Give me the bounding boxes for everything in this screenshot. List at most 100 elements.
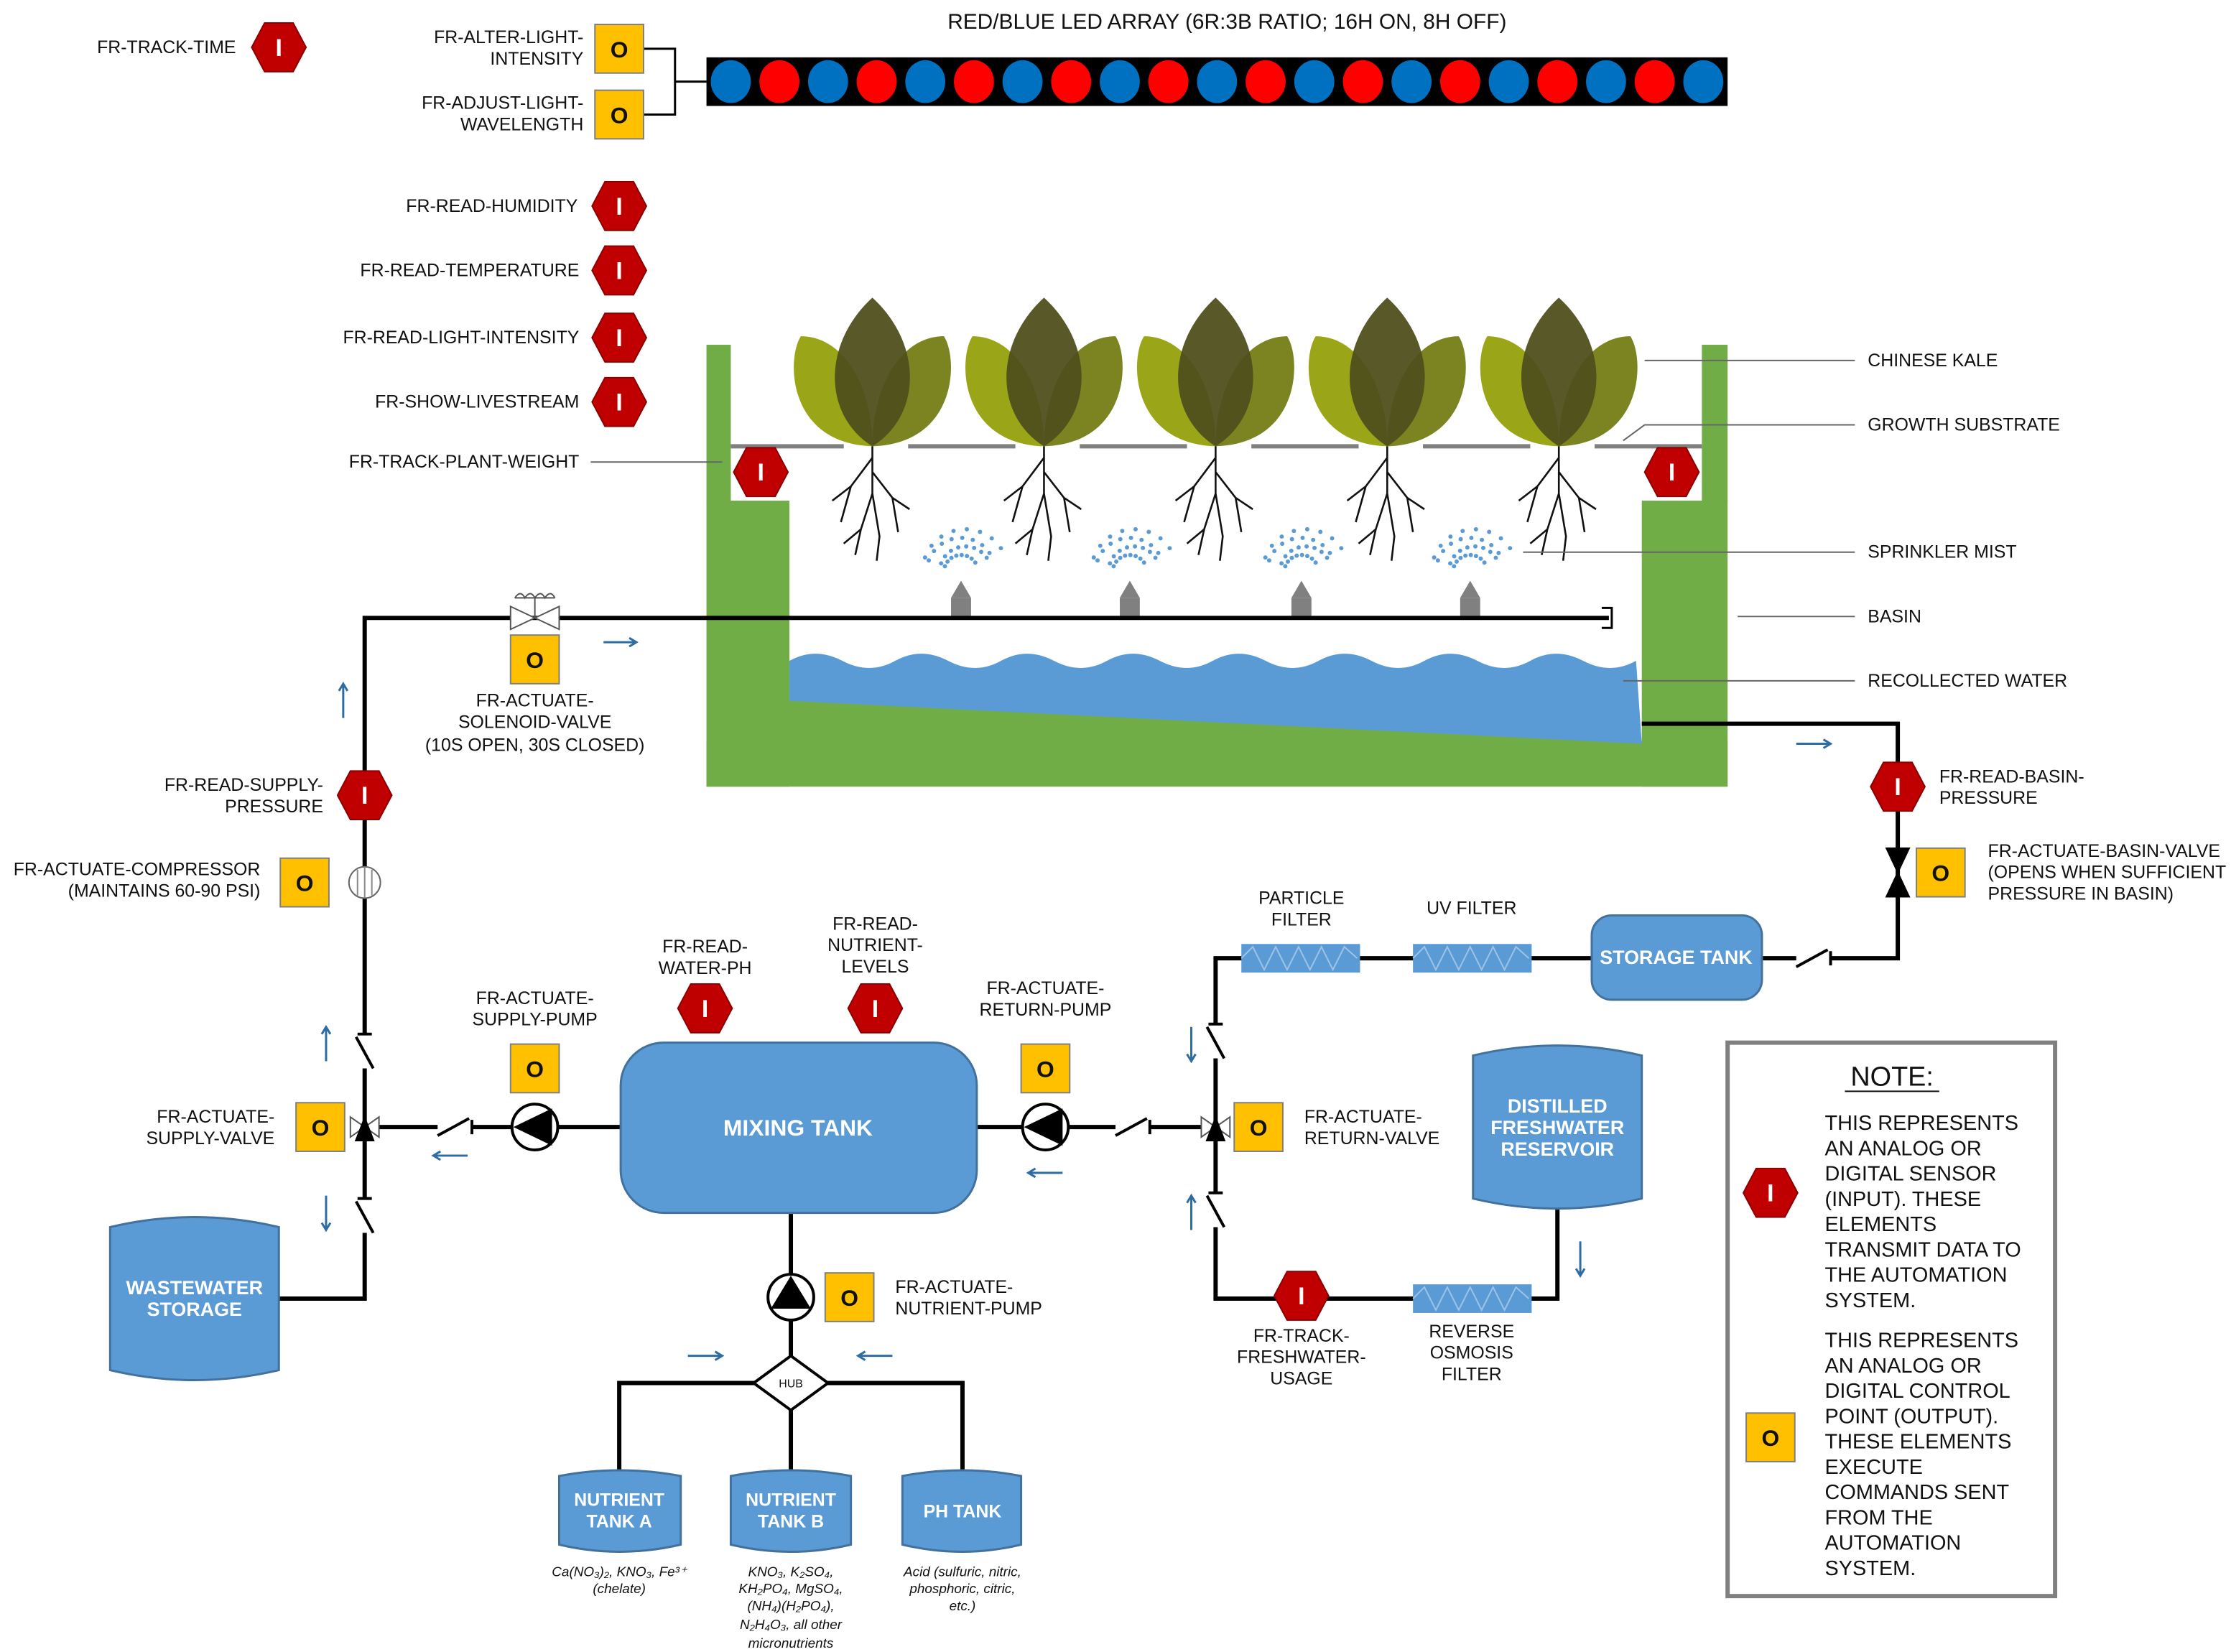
legend-input-symbol: I: [1742, 1167, 1799, 1218]
tank-contents: (NH₄)(H₂PO₄),: [747, 1599, 834, 1614]
basin-valve[interactable]: [1885, 847, 1911, 898]
led-blue: [710, 60, 751, 103]
check-valve: [1205, 1022, 1226, 1059]
output-nutrient-pump[interactable]: O: [824, 1272, 875, 1322]
output-supply-pump[interactable]: O: [509, 1043, 560, 1094]
return-valve[interactable]: [1200, 1115, 1231, 1142]
sensor-read-temperature[interactable]: I: [591, 245, 648, 296]
tank-contents: N₂H₄O₃, all other: [740, 1618, 843, 1633]
sensor-show-livestream[interactable]: I: [591, 376, 648, 427]
led-control-wire: [643, 47, 707, 116]
output-basin-valve[interactable]: O: [1915, 847, 1966, 898]
sensor-track-time[interactable]: I: [251, 22, 307, 73]
output-solenoid-valve[interactable]: O: [509, 634, 560, 685]
output-box-icon: [1020, 1043, 1071, 1094]
output-letter: O: [840, 1285, 858, 1311]
sensor-hexagon-icon: [733, 447, 789, 498]
tank-contents: KH₂PO₄, MgSO₄,: [738, 1582, 843, 1597]
output-supply-valve[interactable]: O: [295, 1102, 345, 1152]
input-letter: I: [1298, 1283, 1304, 1310]
mixing-tank: MIXING TANK: [619, 1041, 978, 1215]
sensor-read-humidity[interactable]: I: [591, 181, 648, 231]
output-compressor[interactable]: O: [279, 857, 330, 908]
component-label: WAVELENGTH: [460, 114, 583, 134]
led-red: [759, 60, 799, 103]
note-text-line: THIS REPRESENTS: [1825, 1330, 2018, 1352]
output-letter: O: [312, 1115, 330, 1141]
component-label: FR-SHOW-LIVESTREAM: [375, 392, 579, 412]
compressor[interactable]: [348, 866, 381, 899]
component-label: FR-TRACK-PLANT-WEIGHT: [349, 452, 580, 472]
component-label: SUPPLY-VALVE: [146, 1128, 274, 1148]
input-letter: I: [758, 459, 764, 486]
sensor-plant-weight-left[interactable]: I: [733, 447, 789, 498]
sprinkler: [1263, 526, 1344, 617]
note-text-line: TRANSMIT DATA TO: [1825, 1238, 2021, 1261]
kale-plant: [1136, 297, 1294, 561]
kale-plant: [965, 297, 1123, 561]
output-alter-light-intensity[interactable]: O: [594, 24, 644, 74]
nutrient-pump[interactable]: [766, 1273, 815, 1322]
component-label: FR-ACTUATE-BASIN-VALVE: [1988, 841, 2220, 861]
input-letter: I: [872, 996, 878, 1023]
output-return-valve[interactable]: O: [1233, 1102, 1284, 1152]
sensor-read-basin-pressure[interactable]: I: [1870, 761, 1926, 812]
led-red: [1246, 60, 1286, 103]
basin: [706, 345, 1728, 787]
note-text-line: THIS REPRESENTS: [1825, 1112, 2018, 1135]
component-label: SUPPLY-PUMP: [473, 1010, 598, 1030]
sensor-hexagon-icon: [591, 245, 648, 296]
sensor-read-nutrient-levels[interactable]: I: [847, 983, 904, 1034]
supply-valve[interactable]: [349, 1115, 380, 1142]
note-text-line: SYSTEM.: [1825, 1557, 1916, 1580]
output-letter: O: [611, 102, 629, 128]
supply-pump[interactable]: [510, 1103, 560, 1151]
output-box-icon: [509, 1043, 560, 1094]
hub-label: HUB: [779, 1378, 803, 1390]
sensor-hexagon-icon: [847, 983, 904, 1034]
component-label: FR-TRACK-TIME: [97, 37, 236, 57]
component-label: LEVELS: [841, 957, 909, 977]
uv-filter: [1412, 944, 1532, 973]
note-box: [1725, 1040, 2058, 1599]
sensor-read-water-ph[interactable]: I: [677, 983, 733, 1034]
sensor-read-light-intensity[interactable]: I: [591, 312, 648, 363]
component-label: PARTICLE: [1258, 888, 1344, 909]
pump-triangle-icon: [771, 1276, 811, 1309]
sensor-hexagon-icon: [677, 983, 733, 1034]
tank-name: TANK A: [587, 1512, 652, 1532]
flow-arrows: [320, 636, 1833, 1361]
note-text-line: AN ANALOG OR: [1825, 1355, 1982, 1378]
led-blue: [1294, 60, 1335, 103]
wastewater-label: WASTEWATER: [126, 1277, 264, 1299]
check-valve: [355, 1032, 375, 1069]
sprinkler-mist-group: [922, 526, 1513, 617]
component-label: RETURN-PUMP: [980, 1000, 1112, 1020]
component-label: FILTER: [1442, 1365, 1502, 1385]
led-red: [954, 60, 994, 103]
led-red: [1439, 60, 1480, 103]
led-blue: [1100, 60, 1140, 103]
output-return-pump[interactable]: O: [1020, 1043, 1071, 1094]
output-letter: O: [1761, 1425, 1779, 1451]
output-adjust-light-wavelength[interactable]: O: [594, 89, 644, 140]
sensor-plant-weight-right[interactable]: I: [1643, 447, 1700, 498]
reservoir-label: RESERVOIR: [1501, 1138, 1614, 1160]
pumps: [510, 1103, 1070, 1322]
component-label: PRESSURE IN BASIN): [1988, 884, 2174, 904]
input-letter: I: [1767, 1180, 1773, 1207]
output-letter: O: [1931, 860, 1949, 886]
solenoid-valve[interactable]: [509, 593, 560, 631]
sensor-hexagon-icon: [251, 22, 307, 73]
sensor-track-freshwater-usage[interactable]: I: [1273, 1271, 1330, 1321]
pump-triangle-icon: [513, 1108, 552, 1146]
output-box-icon: [1233, 1102, 1284, 1152]
note-text-line: FROM THE: [1825, 1506, 1933, 1529]
output-box-icon: [594, 89, 644, 140]
tank-name: NUTRIENT: [746, 1490, 836, 1511]
return-pump[interactable]: [1021, 1103, 1070, 1151]
legend-output-symbol: O: [1745, 1412, 1796, 1463]
sensor-read-supply-pressure[interactable]: I: [336, 770, 393, 821]
input-letter: I: [361, 782, 368, 809]
